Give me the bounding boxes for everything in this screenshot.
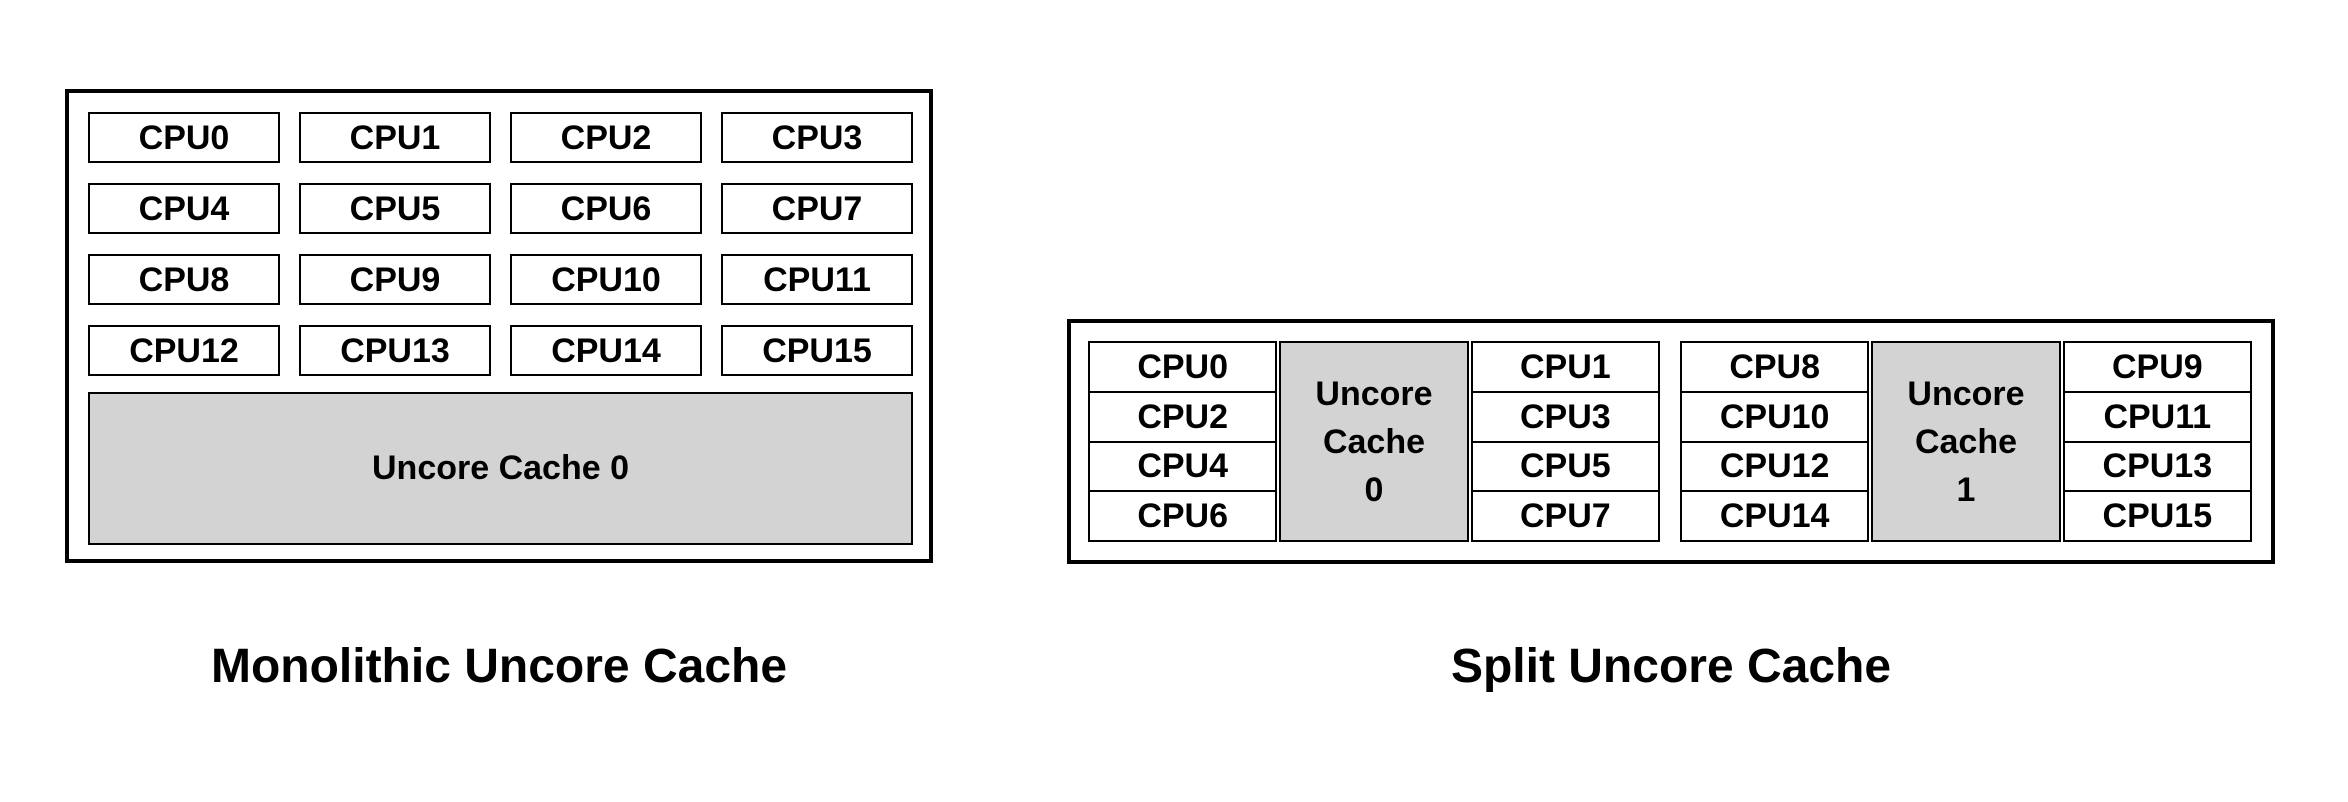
uncore-cache-label-line: Uncore <box>1907 374 2025 413</box>
cpu-box: CPU7 <box>721 183 913 234</box>
monolithic-diagram: CPU0 CPU1 CPU2 CPU3 CPU4 CPU5 CPU6 CPU7 … <box>65 89 933 694</box>
split-package-box: CPU0 CPU2 CPU4 CPU6 Uncore Cache 0 CPU1 … <box>1067 319 2275 564</box>
uncore-cache-1-split-box: Uncore Cache 1 <box>1871 341 2061 542</box>
monolithic-cpu-grid: CPU0 CPU1 CPU2 CPU3 CPU4 CPU5 CPU6 CPU7 … <box>88 112 913 376</box>
cpu-box: CPU12 <box>88 325 280 376</box>
cpu-box: CPU3 <box>721 112 913 163</box>
cpu-box: CPU2 <box>510 112 702 163</box>
cluster-1-right-cpu-column: CPU9 CPU11 CPU13 CPU15 <box>2062 341 2252 542</box>
cpu-box: CPU4 <box>1090 443 1276 493</box>
cpu-box: CPU6 <box>1137 497 1229 536</box>
cpu-box: CPU11 <box>721 254 913 305</box>
cpu-box: CPU1 <box>1472 343 1658 393</box>
cpu-box: CPU13 <box>299 325 491 376</box>
cluster-0-left-cpu-column: CPU0 CPU2 CPU4 CPU6 <box>1088 341 1278 542</box>
cpu-box: CPU10 <box>1682 393 1868 443</box>
uncore-cache-0-split-box: Uncore Cache 0 <box>1279 341 1469 542</box>
cpu-box: CPU5 <box>1472 443 1658 493</box>
cpu-box: CPU15 <box>721 325 913 376</box>
cpu-box: CPU14 <box>1719 497 1830 536</box>
cpu-box: CPU8 <box>1682 343 1868 393</box>
cpu-box: CPU1 <box>299 112 491 163</box>
split-diagram: CPU0 CPU2 CPU4 CPU6 Uncore Cache 0 CPU1 … <box>1067 319 2275 694</box>
cpu-box: CPU11 <box>2064 393 2250 443</box>
cluster-0-right-cpu-column: CPU1 CPU3 CPU5 CPU7 <box>1470 341 1660 542</box>
cpu-box: CPU14 <box>510 325 702 376</box>
cpu-box: CPU7 <box>1519 497 1611 536</box>
cpu-box: CPU8 <box>88 254 280 305</box>
cpu-box: CPU15 <box>2102 497 2213 536</box>
uncore-cache-label-line: 0 <box>1364 470 1384 509</box>
cpu-box: CPU0 <box>88 112 280 163</box>
cpu-box: CPU0 <box>1090 343 1276 393</box>
cpu-box: CPU9 <box>299 254 491 305</box>
cpu-box: CPU5 <box>299 183 491 234</box>
cpu-box: CPU13 <box>2064 443 2250 493</box>
uncore-cache-label-line: 1 <box>1956 470 1976 509</box>
cluster-0: CPU0 CPU2 CPU4 CPU6 Uncore Cache 0 CPU1 … <box>1088 341 1660 542</box>
uncore-cache-label-line: Cache <box>1914 422 2018 461</box>
cpu-box: CPU10 <box>510 254 702 305</box>
uncore-cache-0-box: Uncore Cache 0 <box>88 392 913 545</box>
monolithic-package-box: CPU0 CPU1 CPU2 CPU3 CPU4 CPU5 CPU6 CPU7 … <box>65 89 933 563</box>
cpu-box: CPU4 <box>88 183 280 234</box>
uncore-cache-label-line: Cache <box>1322 422 1426 461</box>
uncore-cache-label-line: Uncore <box>1315 374 1433 413</box>
cpu-box: CPU9 <box>2064 343 2250 393</box>
cpu-box: CPU6 <box>510 183 702 234</box>
cpu-box: CPU12 <box>1682 443 1868 493</box>
cluster-1: CPU8 CPU10 CPU12 CPU14 Uncore Cache 1 CP… <box>1680 341 2252 542</box>
split-caption: Split Uncore Cache <box>1450 640 1892 693</box>
cpu-box: CPU3 <box>1472 393 1658 443</box>
cpu-box: CPU2 <box>1090 393 1276 443</box>
monolithic-caption: Monolithic Uncore Cache <box>210 640 788 693</box>
cluster-1-left-cpu-column: CPU8 CPU10 CPU12 CPU14 <box>1680 341 1870 542</box>
